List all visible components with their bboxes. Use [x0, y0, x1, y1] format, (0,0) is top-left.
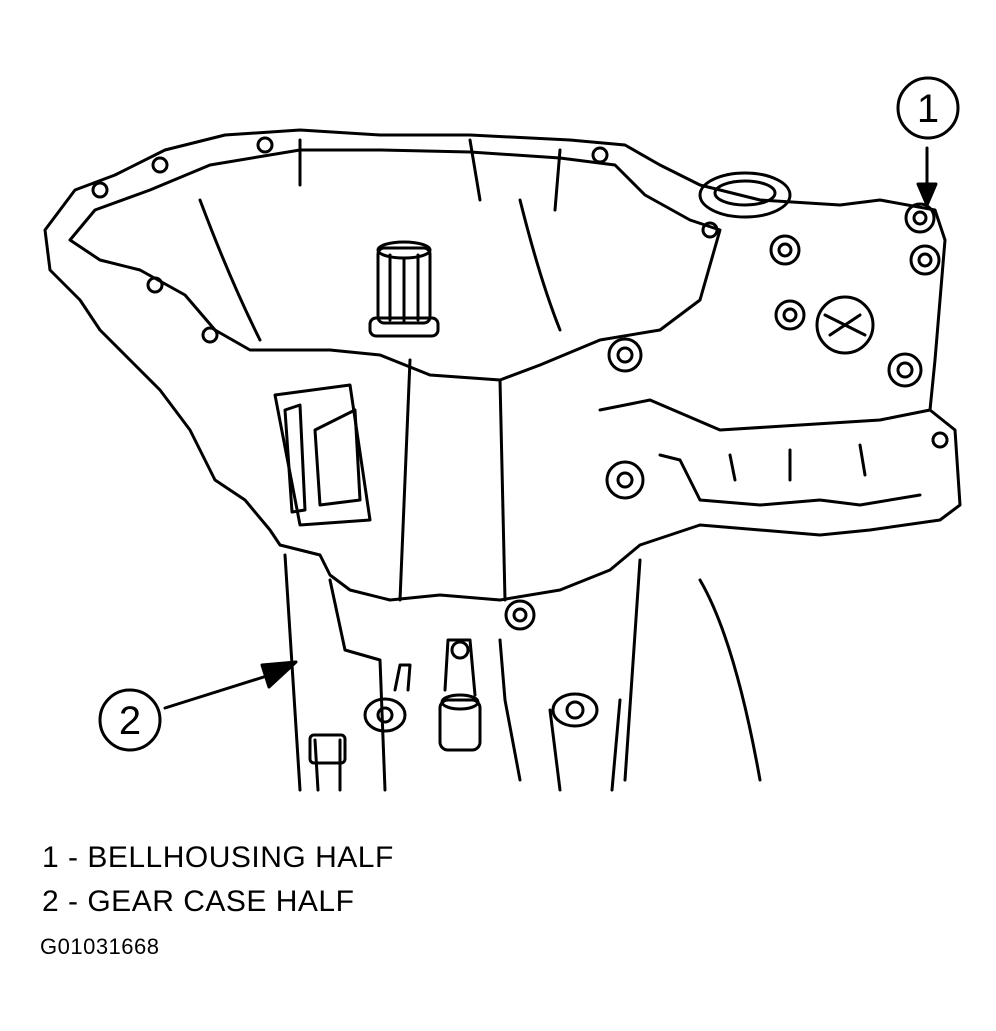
callout-1-number: 1 — [917, 87, 939, 131]
callout-2-arrowhead — [260, 660, 298, 689]
legend-item-bellhousing-half: 1 - BELLHOUSING HALF — [42, 841, 394, 874]
gear-case-half — [283, 553, 762, 792]
legend-item-gear-case-half: 2 - GEAR CASE HALF — [42, 885, 355, 918]
callout-2-number: 2 — [119, 699, 141, 743]
callout-2: 2 — [98, 688, 162, 752]
transaxle-case-illustration: 1 2 — [43, 76, 962, 792]
bellhousing-half — [43, 128, 962, 631]
callout-1-arrowhead — [916, 182, 938, 207]
figure-id: G01031668 — [40, 934, 160, 959]
legend: 1 - BELLHOUSING HALF 2 - GEAR CASE HALF — [42, 836, 394, 924]
callout-1: 1 — [896, 76, 960, 140]
callout-2-arrow — [163, 673, 272, 710]
